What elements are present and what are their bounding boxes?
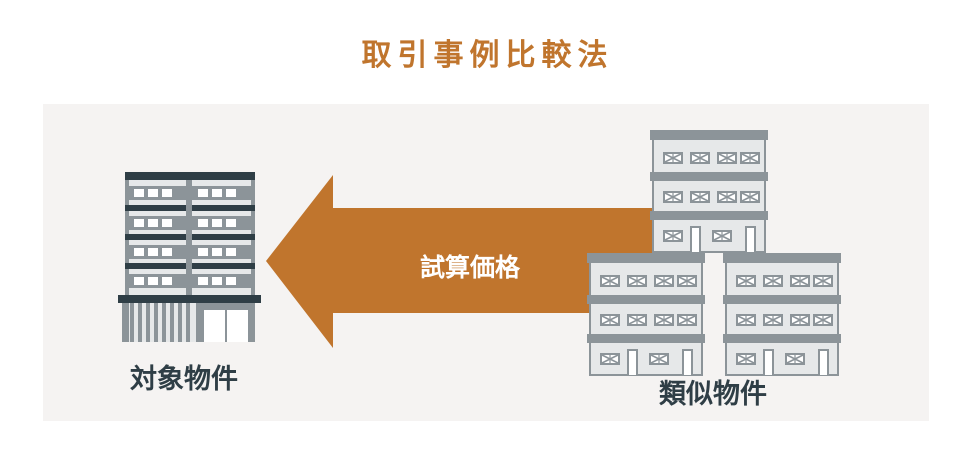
similar-building-icon-top <box>650 130 768 252</box>
estimate-price-label: 試算価格 <box>420 253 521 282</box>
similar-building-icon-left <box>587 253 705 375</box>
target-property-label: 対象物件 <box>130 364 238 395</box>
target-building-icon <box>118 172 261 342</box>
similar-property-label: 類似物件 <box>659 379 767 410</box>
estimate-arrow <box>266 175 683 348</box>
similar-building-icon-right <box>723 253 841 375</box>
diagram-title: 取引事例比較法 <box>361 38 614 73</box>
